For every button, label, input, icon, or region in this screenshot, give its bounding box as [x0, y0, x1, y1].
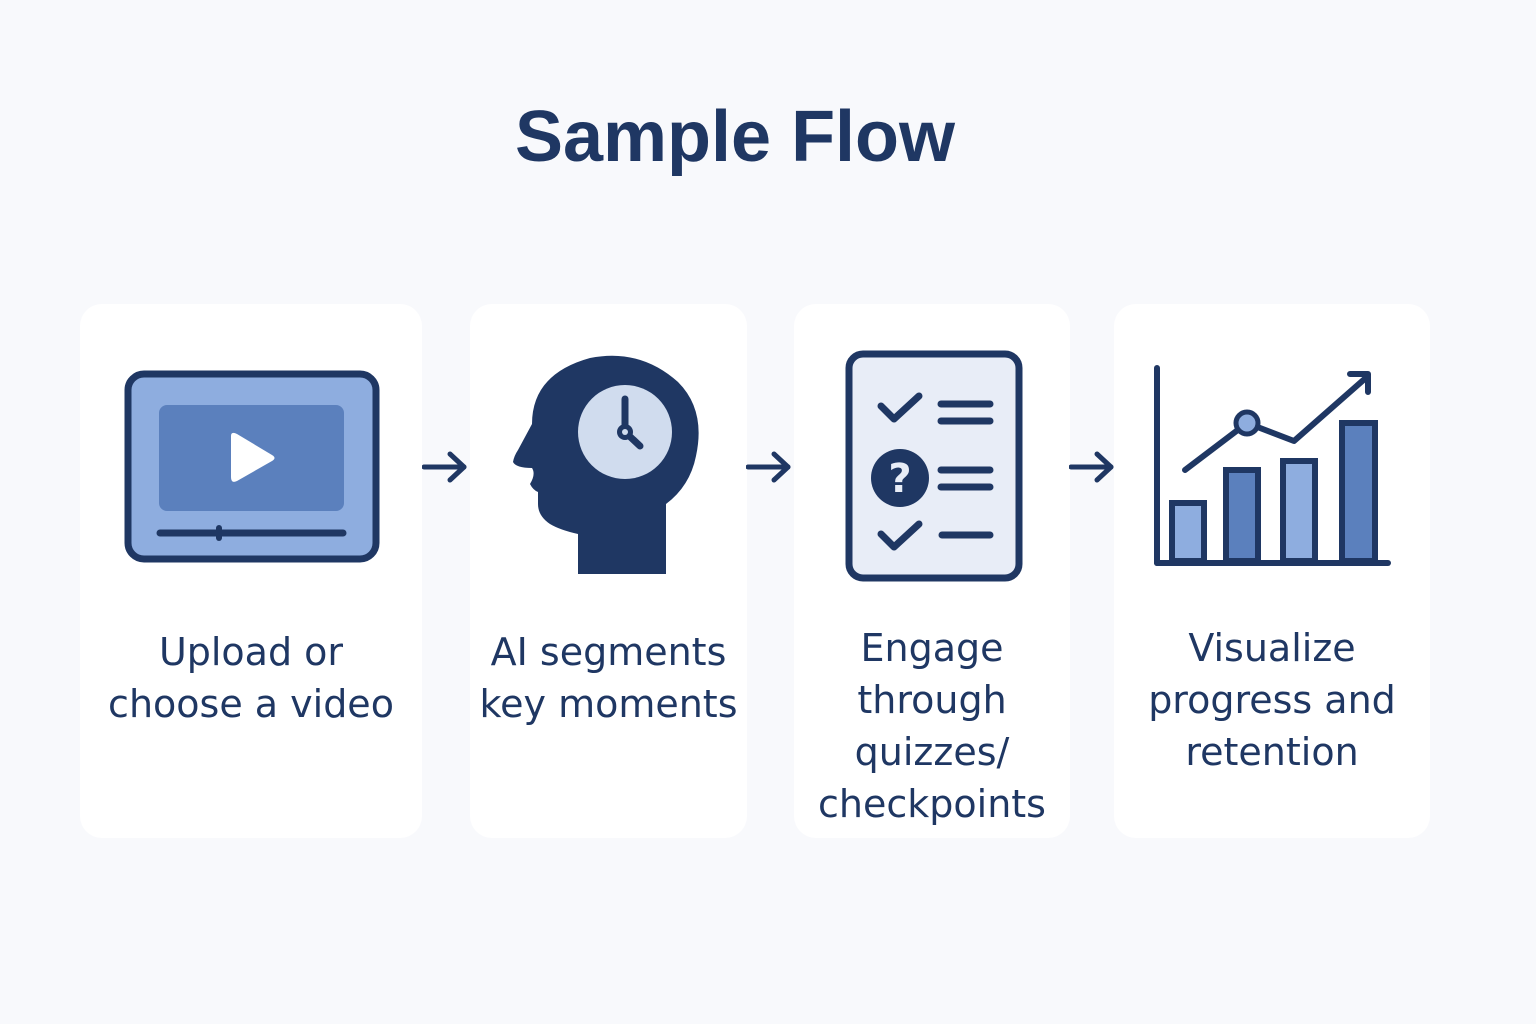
step-label: Engage through quizzes/ checkpoints — [818, 626, 1046, 826]
step-card-ai-segments: AI segments key moments — [470, 304, 747, 838]
svg-text:?: ? — [888, 456, 911, 502]
arrow-right-icon — [422, 451, 467, 483]
quiz-checklist-icon: ? — [794, 344, 1070, 584]
step-card-upload: Upload or choose a video — [80, 304, 422, 838]
video-player-icon — [80, 344, 422, 584]
step-label: AI segments key moments — [479, 630, 738, 726]
page-title: Sample Flow — [514, 97, 956, 177]
step-card-visualize: Visualize progress and retention — [1114, 304, 1430, 838]
arrow-right-icon — [1069, 451, 1114, 483]
arrow-right-icon — [746, 451, 791, 483]
step-label: Upload or choose a video — [108, 630, 394, 726]
growth-chart-icon — [1114, 344, 1430, 584]
step-card-engage: ? Engage through quizzes/ checkpoints — [794, 304, 1070, 838]
step-label: Visualize progress and retention — [1148, 626, 1396, 774]
head-clock-icon — [470, 344, 747, 584]
